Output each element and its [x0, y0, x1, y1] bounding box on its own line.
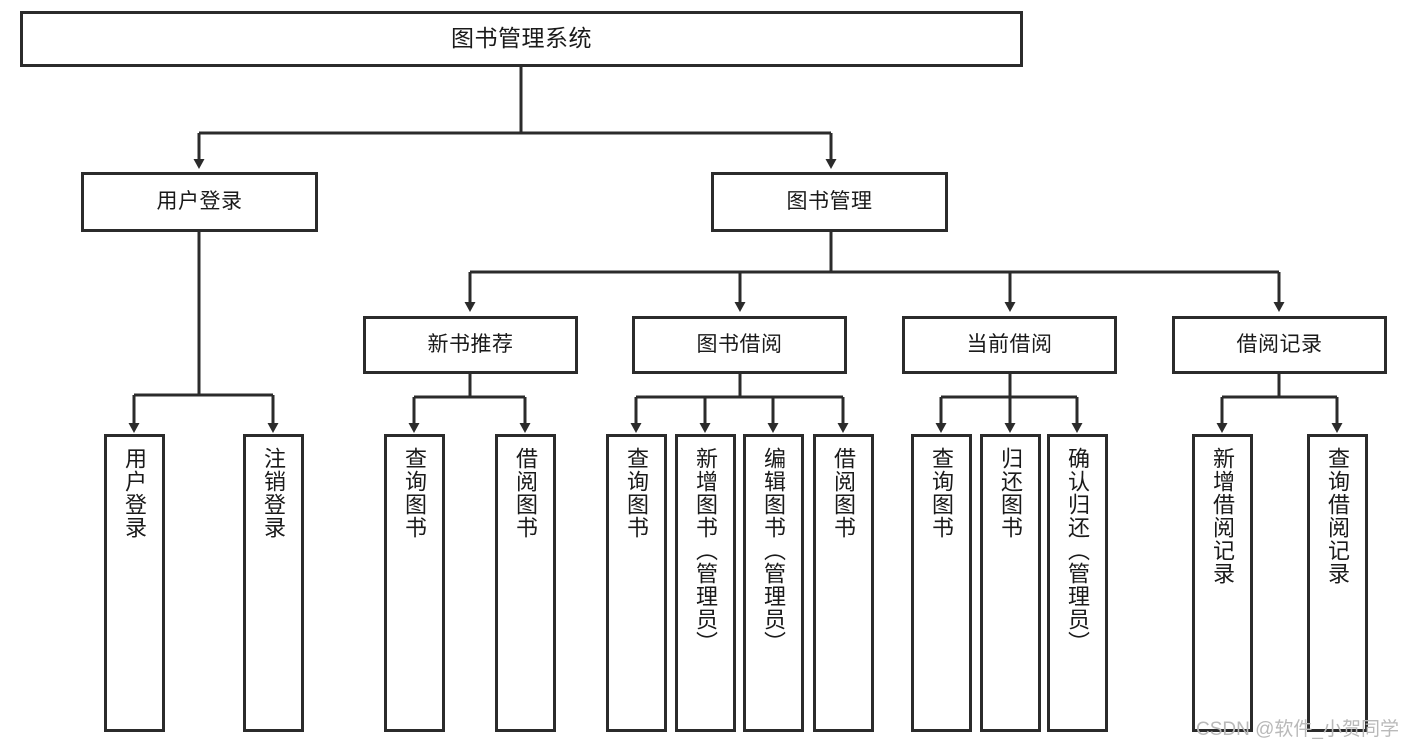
- node-label: 借阅记录: [1236, 332, 1323, 356]
- node-label: 新增借阅记录: [1210, 447, 1236, 585]
- node-root-book-management-system[interactable]: 图书管理系统: [20, 11, 1023, 67]
- node-borrow-record[interactable]: 借阅记录: [1172, 316, 1387, 374]
- watermark-text: CSDN @软件_小贺同学: [1196, 719, 1399, 740]
- node-label: 用户登录: [122, 447, 148, 539]
- node-label: 新书推荐: [427, 332, 514, 356]
- node-user-login[interactable]: 用户登录: [81, 172, 318, 232]
- leaf-borrow-book[interactable]: 借阅图书: [813, 434, 874, 732]
- node-label: 查询图书: [624, 447, 650, 539]
- node-label: 图书管理: [786, 189, 873, 213]
- leaf-add-book-admin[interactable]: 新增图书（管理员）: [675, 434, 736, 732]
- node-book-management[interactable]: 图书管理: [711, 172, 948, 232]
- node-label: 确认归还（管理员）: [1065, 447, 1091, 654]
- node-label: 新增图书（管理员）: [693, 447, 719, 654]
- node-label: 编辑图书（管理员）: [761, 447, 787, 654]
- leaf-logout[interactable]: 注销登录: [243, 434, 304, 732]
- node-label: 当前借阅: [966, 332, 1053, 356]
- node-label: 借阅图书: [513, 447, 539, 539]
- leaf-query-book-borrow[interactable]: 查询图书: [606, 434, 667, 732]
- leaf-user-login[interactable]: 用户登录: [104, 434, 165, 732]
- leaf-query-borrow-record[interactable]: 查询借阅记录: [1307, 434, 1368, 732]
- csdn-watermark: CSDN @软件_小贺同学: [1196, 714, 1399, 741]
- node-label: 注销登录: [261, 447, 287, 539]
- node-label: 图书借阅: [696, 332, 783, 356]
- leaf-add-borrow-record[interactable]: 新增借阅记录: [1192, 434, 1253, 732]
- node-label: 归还图书: [998, 447, 1024, 539]
- node-label: 借阅图书: [831, 447, 857, 539]
- node-book-borrow[interactable]: 图书借阅: [632, 316, 847, 374]
- leaf-borrow-book-recommend[interactable]: 借阅图书: [495, 434, 556, 732]
- node-label: 查询图书: [929, 447, 955, 539]
- leaf-edit-book-admin[interactable]: 编辑图书（管理员）: [743, 434, 804, 732]
- node-new-book-recommend[interactable]: 新书推荐: [363, 316, 578, 374]
- leaf-return-book[interactable]: 归还图书: [980, 434, 1041, 732]
- node-label: 查询图书: [402, 447, 428, 539]
- leaf-query-book-current[interactable]: 查询图书: [911, 434, 972, 732]
- node-label: 用户登录: [156, 189, 243, 213]
- node-label: 查询借阅记录: [1325, 447, 1351, 585]
- node-label: 图书管理系统: [451, 25, 592, 52]
- leaf-confirm-return-admin[interactable]: 确认归还（管理员）: [1047, 434, 1108, 732]
- node-current-borrow[interactable]: 当前借阅: [902, 316, 1117, 374]
- leaf-query-book-recommend[interactable]: 查询图书: [384, 434, 445, 732]
